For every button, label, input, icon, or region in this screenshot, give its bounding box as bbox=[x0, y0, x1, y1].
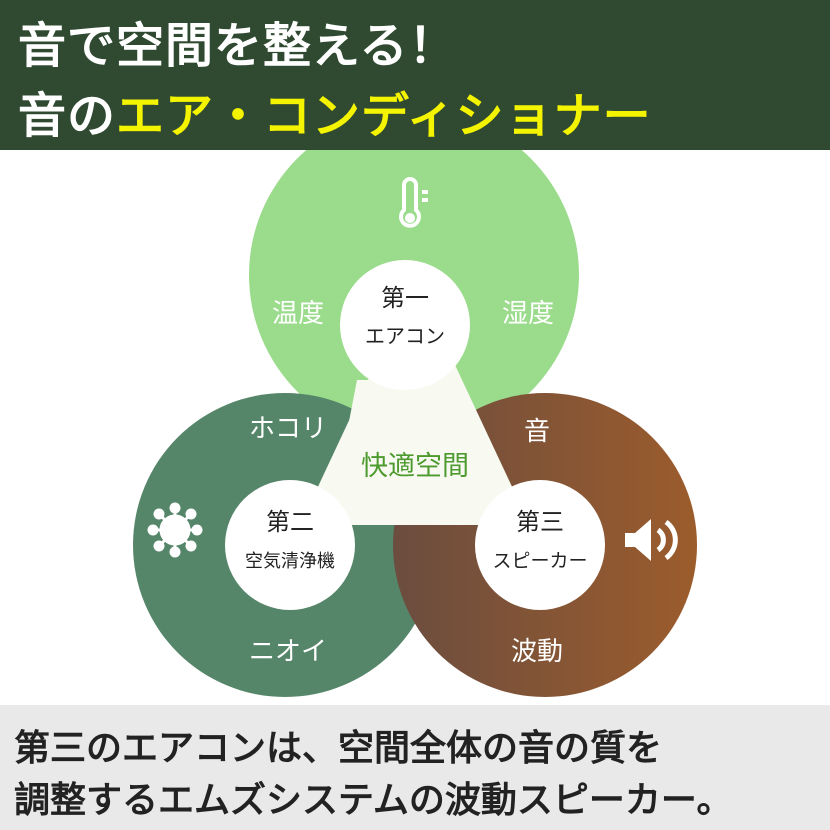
center-label: 快適空間 bbox=[361, 451, 469, 482]
speaker-icon bbox=[625, 519, 678, 561]
top-subtitle: エアコン bbox=[365, 324, 445, 348]
label-temperature: 温度 bbox=[272, 299, 324, 329]
inner-circle-left bbox=[225, 480, 355, 610]
headline-highlight: エア・コンディショナー bbox=[116, 88, 652, 144]
caption-line1: 第三のエアコンは、空間全体の音の質を bbox=[14, 728, 663, 769]
inner-circle-top bbox=[340, 260, 470, 390]
left-subtitle: 空気清浄機 bbox=[245, 551, 335, 572]
right-title: 第三 bbox=[516, 508, 564, 536]
label-vibration: 波動 bbox=[511, 637, 563, 667]
right-subtitle: スピーカー bbox=[492, 550, 587, 572]
label-humidity: 湿度 bbox=[502, 299, 554, 329]
left-title: 第二 bbox=[266, 508, 314, 536]
label-sound: 音 bbox=[524, 417, 550, 447]
footer-caption: 第三のエアコンは、空間全体の音の質を 調整するエムズシステムの波動スピーカー。 bbox=[0, 705, 830, 830]
headline-line1: 音で空間を整える！ bbox=[18, 18, 458, 74]
label-dust: ホコリ bbox=[249, 414, 327, 444]
top-title: 第一 bbox=[381, 284, 429, 312]
venn-diagram: 温度 湿度 ホコリ ニオイ 音 波動 快適空間 第一 エアコン 第二 空気清浄機… bbox=[0, 110, 830, 705]
inner-circle-right bbox=[475, 480, 605, 610]
caption-line2: 調整するエムズシステムの波動スピーカー。 bbox=[14, 780, 733, 821]
label-odor: ニオイ bbox=[249, 637, 327, 667]
headline-line2: 音のエア・コンディショナー bbox=[18, 76, 652, 146]
header-banner: 音で空間を整える！ 音のエア・コンディショナー bbox=[0, 0, 830, 150]
virus-icon bbox=[147, 502, 203, 558]
thermometer-icon bbox=[399, 177, 428, 228]
headline-prefix: 音の bbox=[18, 88, 117, 144]
